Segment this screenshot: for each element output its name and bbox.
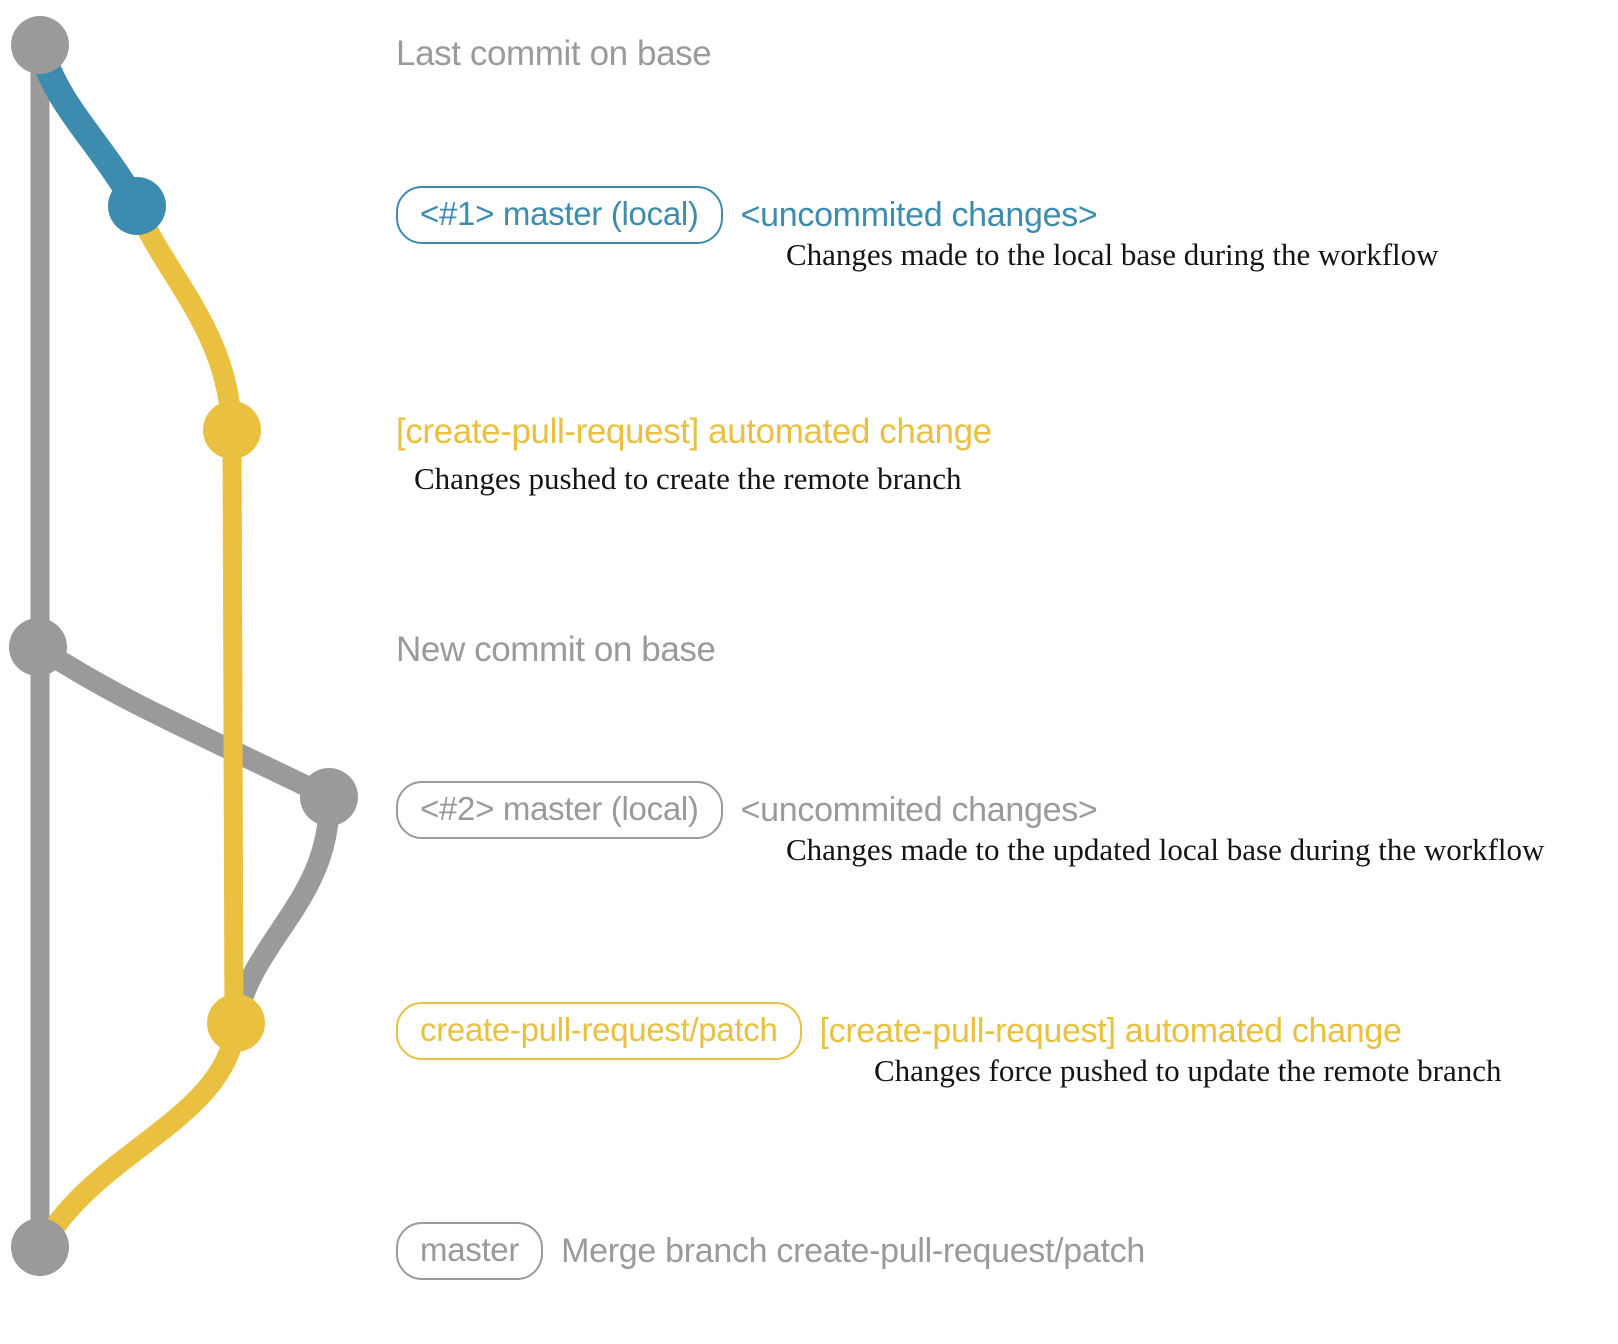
commit-message-patch-2: [create-pull-request] automated change [819, 1011, 1402, 1050]
description-patch-2: Changes force pushed to update the remot… [874, 1053, 1502, 1088]
description-local-2: Changes made to the updated local base d… [786, 832, 1545, 867]
commit-node-local-2[interactable] [300, 768, 358, 826]
branch-line-local2-to-patch2 [225, 786, 340, 1034]
commit-message-local-1: <uncommited changes> [740, 195, 1098, 234]
branch-line-local1-to-patch1 [126, 197, 243, 441]
commit-message-merge: Merge branch create-pull-request/patch [561, 1231, 1145, 1270]
row-patch-2: create-pull-request/patch [create-pull-r… [396, 1002, 1402, 1060]
commit-node-patch-2[interactable] [207, 994, 265, 1052]
badge-patch[interactable]: create-pull-request/patch [396, 1002, 802, 1060]
row-merge: master Merge branch create-pull-request/… [396, 1222, 1145, 1280]
commit-node-base-last[interactable] [11, 16, 69, 74]
headline-new-commit-on-base: New commit on base [396, 630, 716, 669]
headline-patch-1: [create-pull-request] automated change [396, 412, 992, 451]
row-local-2: <#2> master (local) <uncommited changes> [396, 781, 1098, 839]
badge-master[interactable]: master [396, 1222, 544, 1280]
branch-line-patch2-to-merge [31, 1012, 247, 1258]
commit-node-local-1[interactable] [108, 177, 166, 235]
commit-node-base-new[interactable] [9, 618, 67, 676]
commit-node-patch-1[interactable] [203, 401, 261, 459]
row-local-1: <#1> master (local) <uncommited changes> [396, 186, 1098, 244]
headline-last-commit-on-base: Last commit on base [396, 34, 712, 73]
badge-local-2[interactable]: <#2> master (local) [396, 781, 723, 839]
branch-line-base-to-local2 [27, 636, 340, 808]
badge-local-1[interactable]: <#1> master (local) [396, 186, 723, 244]
commit-message-local-2: <uncommited changes> [740, 790, 1098, 829]
description-local-1: Changes made to the local base during th… [786, 237, 1439, 272]
branch-line-patch1-to-patch2 [222, 429, 244, 1024]
commit-node-merge[interactable] [11, 1218, 69, 1276]
description-patch-1: Changes pushed to create the remote bran… [414, 461, 962, 496]
